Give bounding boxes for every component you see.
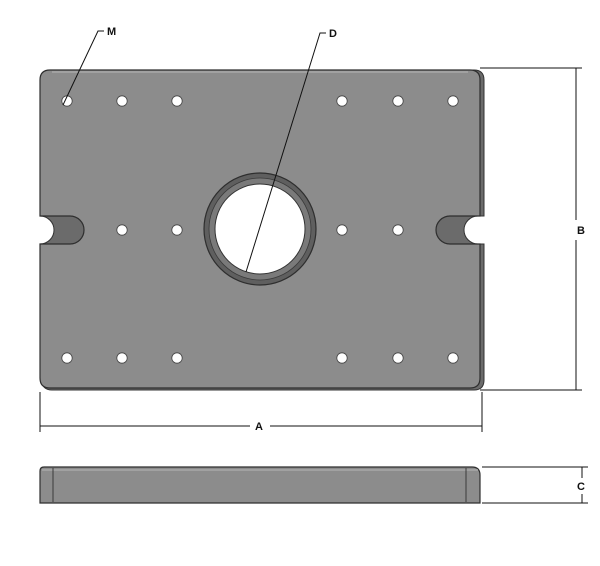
mounting-hole: [171, 95, 183, 107]
dimension-a: [39, 392, 483, 432]
mounting-hole: [116, 352, 128, 364]
label-m: M: [107, 26, 116, 38]
dimension-b: [480, 67, 582, 391]
mounting-hole: [336, 224, 348, 236]
mounting-hole: [116, 95, 128, 107]
mounting-hole: [171, 352, 183, 364]
label-d: D: [329, 28, 337, 40]
dimension-c: [482, 466, 588, 504]
side-view: [39, 466, 481, 504]
leader-d: [245, 32, 326, 273]
label-a: A: [255, 421, 263, 433]
mounting-hole: [392, 95, 404, 107]
mounting-hole: [336, 352, 348, 364]
mounting-hole: [447, 95, 459, 107]
mounting-hole: [116, 224, 128, 236]
mounting-hole: [61, 352, 73, 364]
label-c: C: [577, 481, 585, 493]
leader-lines: [62, 30, 326, 273]
mounting-hole: [392, 224, 404, 236]
top-view: [39, 69, 485, 391]
center-bore: [214, 183, 306, 275]
label-b: B: [577, 225, 585, 237]
mounting-hole: [392, 352, 404, 364]
mounting-hole: [171, 224, 183, 236]
mounting-hole: [447, 352, 459, 364]
side-plate: [39, 466, 481, 504]
leader-m: [62, 30, 104, 106]
mounting-hole: [336, 95, 348, 107]
